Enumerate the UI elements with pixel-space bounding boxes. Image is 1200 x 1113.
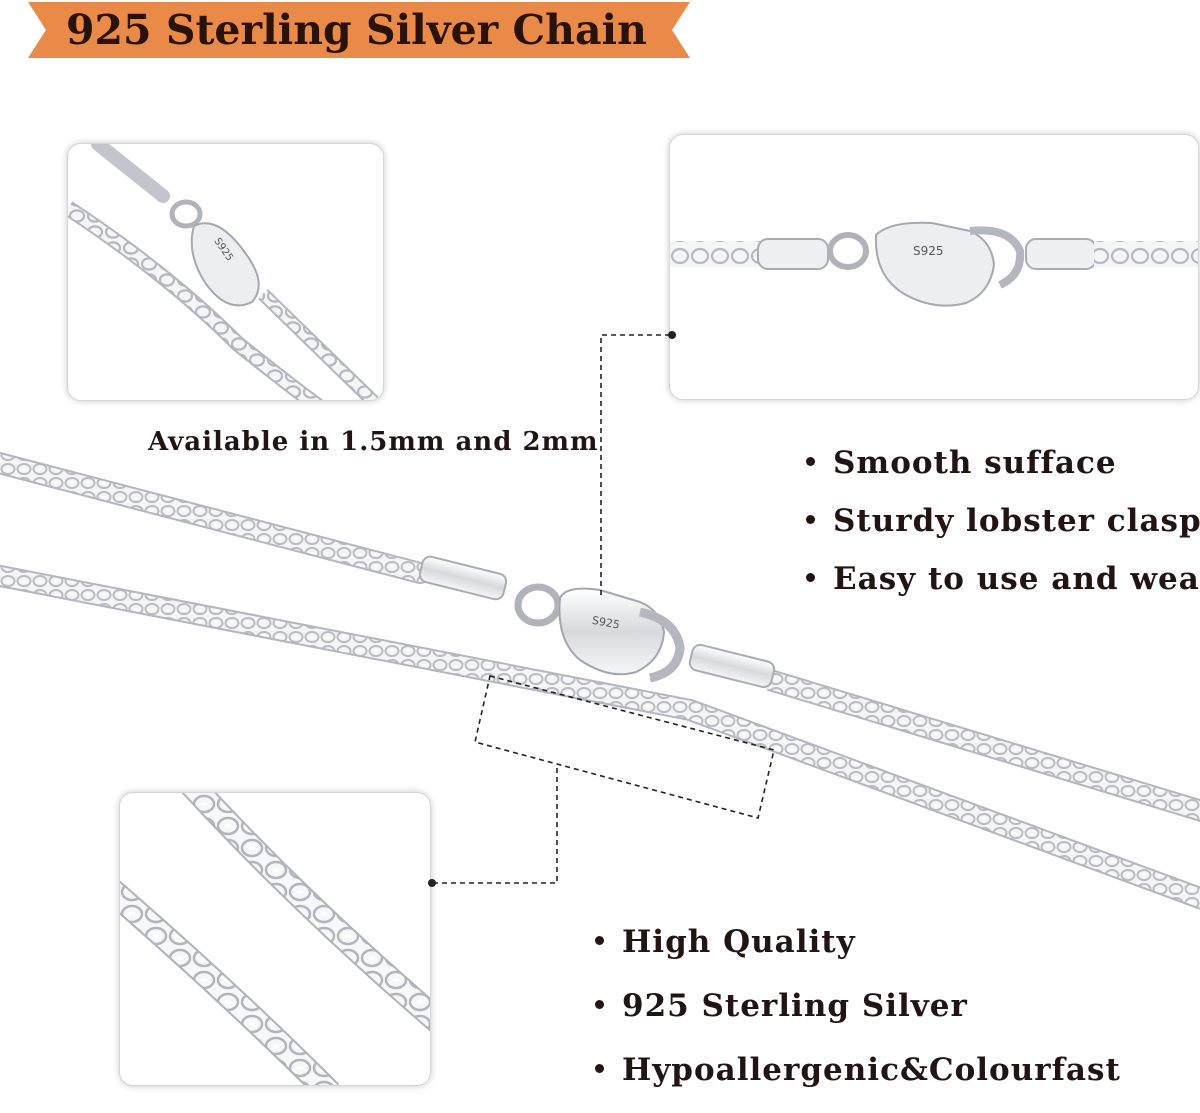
feature-label: Smooth sufface bbox=[833, 445, 1117, 481]
availability-text: Available in 1.5mm and 2mm bbox=[148, 427, 599, 457]
chain-strand-right bbox=[766, 669, 1200, 822]
bullet-icon bbox=[806, 573, 815, 582]
lobster-clasp: S925 bbox=[558, 587, 685, 683]
banner-title: 925 Sterling Silver Chain bbox=[66, 6, 647, 54]
feature-item: 925 Sterling Silver bbox=[595, 985, 1121, 1049]
end-tube-left bbox=[418, 555, 508, 601]
links-closeup-illustration bbox=[120, 793, 430, 1085]
jump-ring bbox=[514, 583, 562, 627]
feature-list-bottom: High Quality 925 Sterling Silver Hypoall… bbox=[595, 921, 1121, 1113]
clasp-flat-illustration: S925 bbox=[670, 221, 1198, 307]
photo-clasp-angled-closeup: S925 bbox=[67, 143, 384, 401]
feature-label: Easy to use and wear bbox=[833, 561, 1200, 597]
title-banner: 925 Sterling Silver Chain bbox=[28, 2, 690, 58]
feature-label: Sturdy lobster clasp bbox=[833, 503, 1200, 539]
photo-clasp-flat-closeup: S925 bbox=[669, 134, 1199, 400]
feature-label: 925 Sterling Silver bbox=[622, 988, 968, 1024]
bullet-icon bbox=[595, 1064, 604, 1073]
feature-label: High Quality bbox=[622, 924, 856, 960]
feature-item: High Quality bbox=[595, 921, 1121, 985]
feature-item: Smooth sufface bbox=[806, 441, 1200, 499]
feature-label: Hypoallergenic&Colourfast bbox=[622, 1052, 1121, 1088]
chain-strand-upper-left bbox=[0, 451, 431, 584]
clasp-stamp-text: S925 bbox=[591, 614, 621, 632]
bullet-icon bbox=[595, 936, 604, 945]
bullet-icon bbox=[595, 1000, 604, 1009]
bullet-icon bbox=[806, 457, 815, 466]
banner-ribbon-shape bbox=[28, 2, 690, 58]
clasp-angled-illustration: S925 bbox=[68, 144, 382, 400]
end-tube-right bbox=[688, 643, 776, 689]
bullet-icon bbox=[806, 515, 815, 524]
feature-item: Easy to use and wear bbox=[806, 557, 1200, 615]
feature-item: Hypoallergenic&Colourfast bbox=[595, 1049, 1121, 1113]
clasp-flat-stamp: S925 bbox=[913, 244, 944, 258]
feature-list-top: Smooth sufface Sturdy lobster clasp Easy… bbox=[806, 441, 1200, 615]
feature-item: Sturdy lobster clasp bbox=[806, 499, 1200, 557]
photo-links-closeup bbox=[119, 792, 431, 1086]
